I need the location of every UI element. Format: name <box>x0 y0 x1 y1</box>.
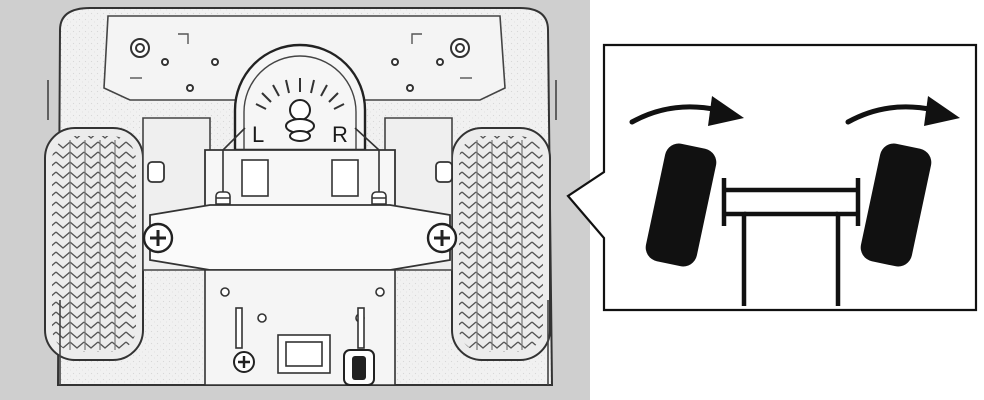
steering-callout <box>566 43 978 312</box>
left-turn-arrow <box>629 96 744 126</box>
axle-schematic <box>721 178 861 306</box>
lower-panel-details <box>220 287 385 374</box>
dial-right-label: R <box>332 122 348 147</box>
dial-knob <box>285 99 315 142</box>
body-side-rims <box>47 80 557 385</box>
left-slot <box>241 159 269 197</box>
tab-marks <box>130 33 472 79</box>
power-switch <box>343 349 375 386</box>
right-turn-arrow <box>845 96 960 126</box>
left-axle-screw <box>142 222 174 254</box>
callout-right-wheel <box>860 143 932 267</box>
right-wheel <box>451 127 551 361</box>
tie-rod-wires <box>222 127 380 236</box>
right-axle-screw <box>426 222 458 254</box>
top-plate-screws <box>130 38 470 92</box>
steering-dial: L R <box>233 43 367 152</box>
dial-ticks <box>255 78 345 110</box>
front-axle-bar <box>149 204 451 271</box>
left-wheel <box>44 127 144 361</box>
battery-screw <box>233 351 255 373</box>
callout-left-wheel <box>645 143 717 267</box>
kingpin-caps <box>147 161 453 183</box>
underside-illustration: L R <box>0 0 590 400</box>
right-slot <box>331 159 359 197</box>
dial-left-label: L <box>252 122 264 147</box>
